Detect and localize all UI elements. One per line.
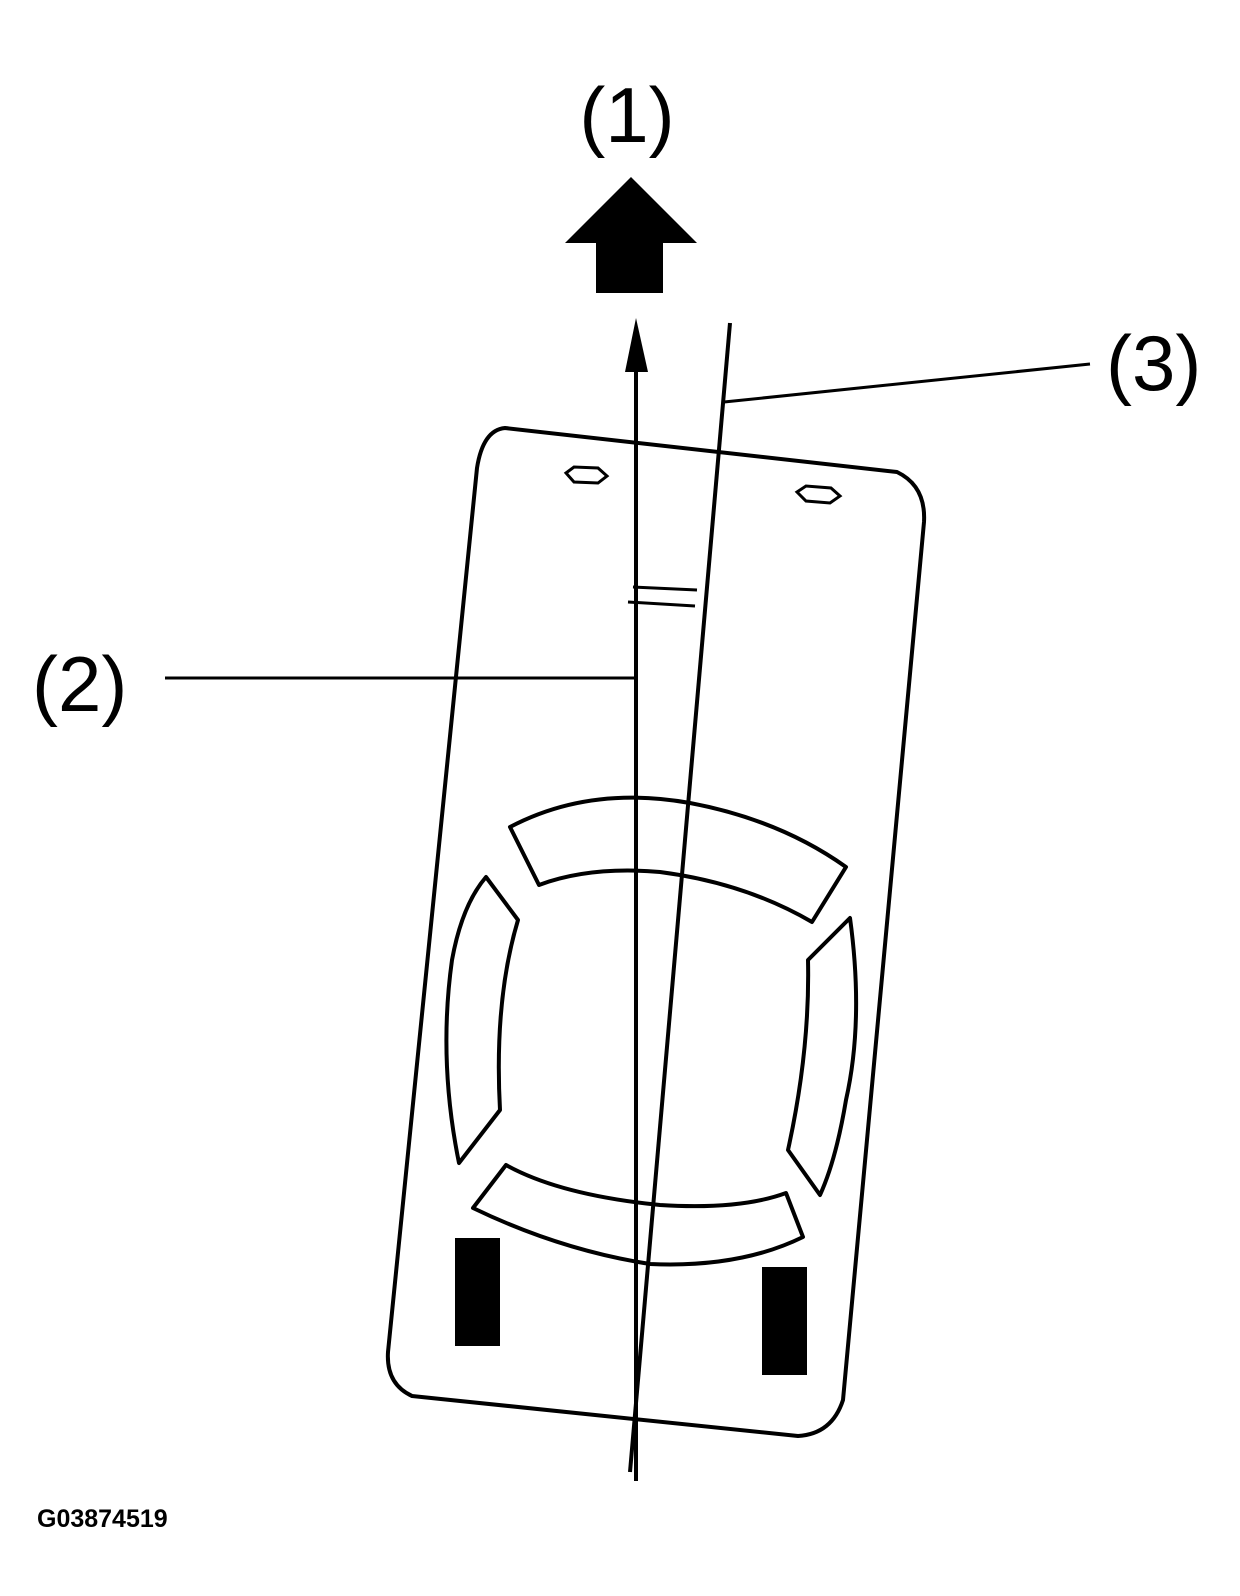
callout-label-2: (2) <box>32 640 127 728</box>
ring-segment-top <box>508 795 848 924</box>
rear-right-wheel-block <box>762 1267 807 1375</box>
vehicle-body-outline <box>385 426 927 1438</box>
right-mount-mark <box>794 484 843 505</box>
rear-left-wheel-block <box>455 1238 500 1346</box>
callout-label-1: (1) <box>579 71 674 159</box>
figure-id: G03874519 <box>37 1505 168 1533</box>
centerline-arrowhead-icon <box>625 318 648 372</box>
marker-line-bottom <box>627 600 696 608</box>
forward-direction-arrow-icon <box>565 177 697 293</box>
ring-segment-right <box>786 916 859 1197</box>
marker-line-top <box>632 585 698 592</box>
leader-line-3 <box>723 362 1091 404</box>
ring-segment-bottom <box>471 1163 805 1267</box>
left-mount-mark <box>563 465 610 485</box>
ring-segment-left <box>444 875 520 1165</box>
vehicle-centerline <box>628 322 732 1473</box>
callout-label-3: (3) <box>1106 319 1201 407</box>
